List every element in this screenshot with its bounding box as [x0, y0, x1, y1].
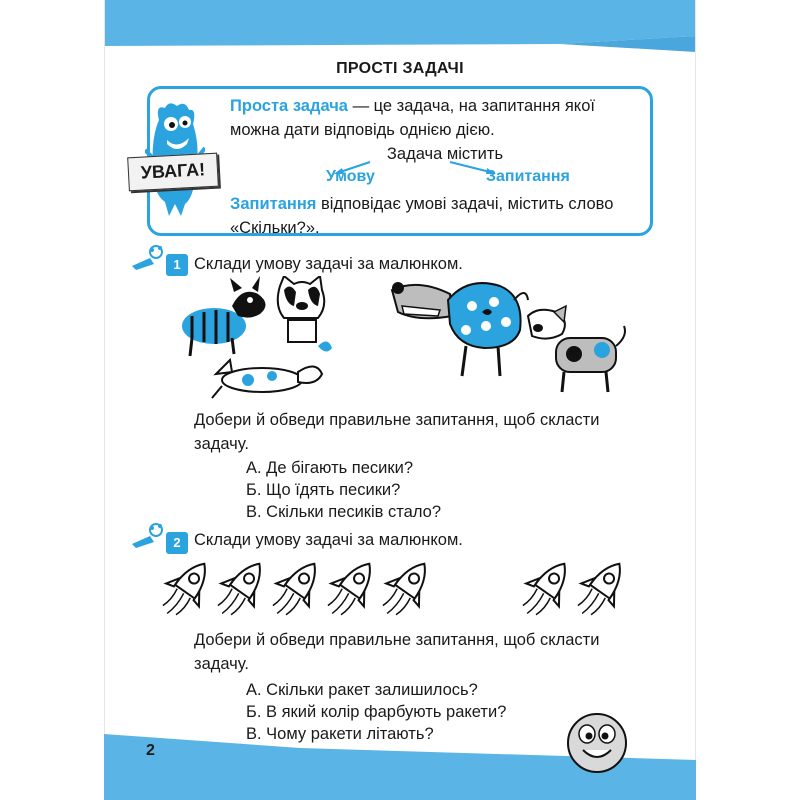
task-1-option-a[interactable]: А. Де бігають песики?: [246, 459, 413, 477]
task-2-instruction-line-1: Добери й обведи правильне запитання, щоб…: [194, 631, 600, 649]
task-1-option-b[interactable]: Б. Що їдять песики?: [246, 481, 401, 499]
task-2-option-c[interactable]: В. Чому ракети літають?: [246, 725, 434, 743]
task-1-number: 1: [166, 254, 188, 276]
task-2-option-b[interactable]: Б. В який колір фарбують ракети?: [246, 703, 507, 721]
task-1-instruction-line-1: Добери й обведи правильне запитання, щоб…: [194, 411, 600, 429]
task-2-number: 2: [166, 532, 188, 554]
rocket-icon: [272, 562, 316, 616]
branch-arrows: [334, 161, 496, 174]
branch-condition: Умову: [326, 168, 375, 185]
dogs-right-illustration: [390, 282, 626, 393]
branch-question: Запитання: [486, 168, 570, 185]
rule-line-5: Запитання відповідає умові задачі, місти…: [230, 195, 614, 213]
task-2-option-a[interactable]: А. Скільки ракет залишилось?: [246, 681, 478, 699]
rocket-icon: [162, 562, 206, 616]
rule-line-1: Проста задача — це задача, на запитання …: [230, 97, 595, 115]
rule-contains: Задача містить: [386, 145, 504, 163]
rule-box: [147, 86, 653, 236]
task-1-option-c[interactable]: В. Скільки песиків стало?: [246, 503, 441, 521]
top-blue-band: [104, 0, 696, 52]
smiley-face-icon: [567, 713, 627, 773]
rocket-icon: [382, 562, 426, 616]
term-question: Запитання: [230, 195, 317, 213]
rocket-icon: [327, 562, 371, 616]
task-pencil-icon: [132, 245, 163, 270]
term-simple-task: Проста задача: [230, 97, 348, 115]
task-2-instruction-line-2: задачу.: [194, 655, 249, 673]
page-number: 2: [146, 742, 155, 759]
task-pencil-icon: [132, 523, 163, 548]
rocket-icon: [522, 562, 566, 616]
rule-line-2: можна дати відповідь однією дією.: [230, 121, 495, 139]
page-title: ПРОСТІ ЗАДАЧІ: [336, 60, 464, 77]
rocket-icon: [577, 562, 621, 616]
task-2-prompt: Склади умову задачі за малюнком.: [194, 531, 463, 549]
attention-badge: УВАГА!: [127, 152, 219, 192]
task-1-instruction-line-2: задачу.: [194, 435, 249, 453]
bottom-blue-band: [104, 734, 696, 800]
rocket-icon: [217, 562, 261, 616]
task-1-prompt: Склади умову задачі за малюнком.: [194, 255, 463, 273]
dogs-left-illustration: [182, 276, 332, 399]
rule-line-6: «Скільки?».: [230, 219, 320, 237]
